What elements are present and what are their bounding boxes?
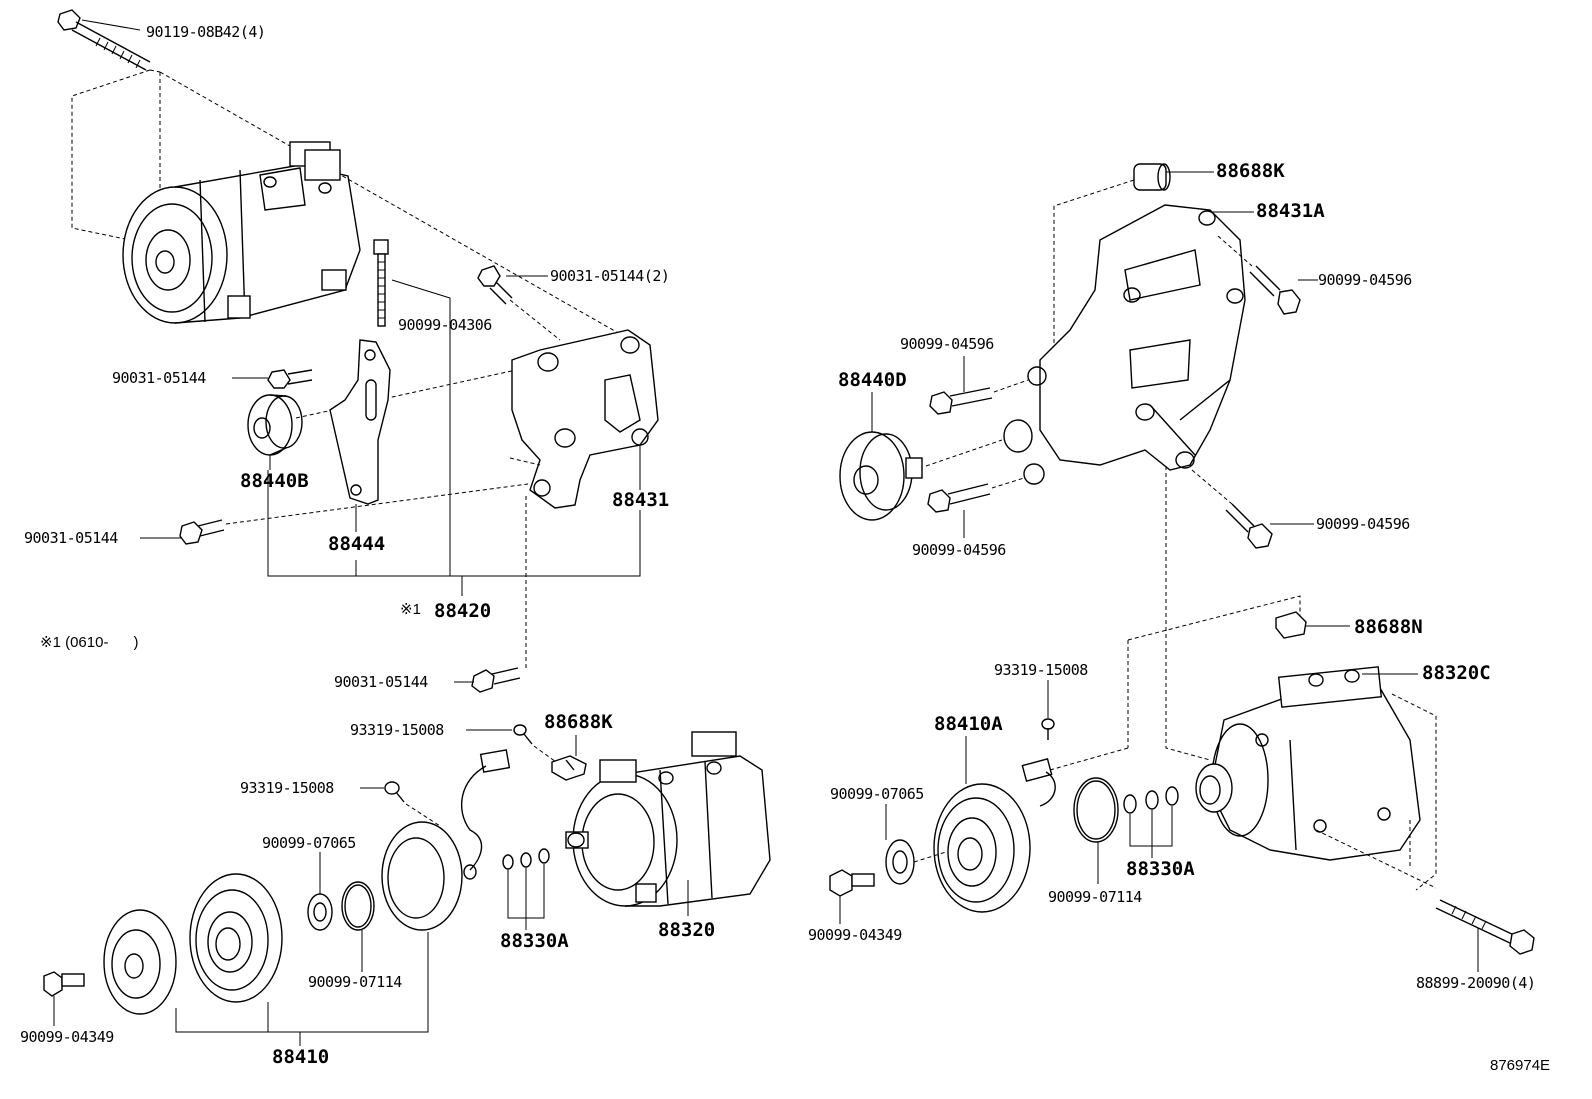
compressor-88320c-icon: [1195, 666, 1421, 861]
label-93319-15008-b: 93319-15008: [240, 779, 334, 797]
screw-93319-c-icon: [1041, 718, 1055, 740]
label-93319-15008-c: 93319-15008: [994, 661, 1088, 679]
bolt-90099-04596-c-icon: [927, 483, 991, 513]
label-88431: 88431: [612, 489, 670, 511]
label-90031-05144-a: 90031-05144: [112, 369, 206, 387]
label-90099-07114-right: 90099-07114: [1048, 888, 1142, 906]
label-88440B: 88440B: [240, 470, 309, 492]
label-90099-04349-left: 90099-04349: [20, 1028, 114, 1046]
label-88320: 88320: [658, 919, 716, 941]
label-90099-07114-left: 90099-07114: [308, 973, 402, 991]
label-90031-05144-c: 90031-05144: [334, 673, 428, 691]
pulley-88440b-icon: [247, 394, 303, 456]
label-88410A: 88410A: [934, 713, 1003, 735]
long-bolt-top-icon: [57, 9, 151, 71]
field-coil-icon: [381, 821, 463, 931]
collar-88688k-icon: [1133, 163, 1171, 191]
screw-93319-b-icon: [384, 781, 405, 803]
label-88431A: 88431A: [1256, 200, 1325, 222]
bolt-90031-05144-2-icon: [477, 265, 513, 305]
clutch-88410a-icon: [933, 758, 1056, 913]
label-90031-05144-b: 90031-05144: [24, 529, 118, 547]
label-90099-04349-right: 90099-04349: [808, 926, 902, 944]
clutch-pulley-icon: [189, 873, 283, 1003]
snap-ring-90099-07114-left-icon: [341, 881, 375, 931]
snap-ring-90099-07114-right-icon: [1073, 777, 1119, 843]
bolt-90031-05144-b-icon: [179, 519, 225, 545]
label-88688K-left: 88688K: [544, 711, 613, 733]
long-bolt-88899-icon: [1435, 899, 1535, 955]
screw-93319-a-icon: [513, 724, 533, 745]
o-rings-88330a-right-icon: [1123, 786, 1179, 814]
label-90031-05144-2: 90031-05144(2): [550, 267, 670, 285]
label-assembly-note-mark: ※1: [400, 601, 421, 618]
bracket-88431a-icon: [1003, 204, 1246, 485]
shim-90099-07065-right-icon: [885, 839, 915, 885]
label-88330A-left: 88330A: [500, 930, 569, 952]
compressor-upper-left-icon: [122, 141, 361, 324]
label-88688K-right: 88688K: [1216, 160, 1285, 182]
bolt-90099-04596-b-icon: [929, 387, 993, 415]
bolt-90099-04596-d-icon: [1225, 503, 1273, 549]
bracket-88431-icon: [511, 329, 659, 509]
bolt-90099-04349-left-icon: [43, 971, 85, 997]
label-88899-20090: 88899-20090(4): [1416, 974, 1536, 992]
label-88420: 88420: [434, 600, 492, 622]
label-88320C: 88320C: [1422, 662, 1491, 684]
label-88440D: 88440D: [838, 369, 907, 391]
label-88330A-right: 88330A: [1126, 858, 1195, 880]
footnote: ※1 (0610- ): [40, 634, 139, 651]
label-90099-04596-b: 90099-04596: [900, 335, 994, 353]
clutch-hub-icon: [103, 909, 177, 1015]
connector-wire-icon: [460, 749, 511, 880]
label-90099-04596-a: 90099-04596: [1318, 271, 1412, 289]
sensor-88688k-left-icon: [551, 755, 587, 781]
label-93319-15008-a: 93319-15008: [350, 721, 444, 739]
diagram-reference-number: 876974E: [1490, 1057, 1551, 1074]
label-88444: 88444: [328, 533, 386, 555]
label-90099-04596-d: 90099-04596: [1316, 515, 1410, 533]
pulley-88440d-icon: [839, 431, 923, 521]
sensor-88688n-icon: [1275, 611, 1307, 639]
label-90119-08B42: 90119-08B42(4): [146, 23, 266, 41]
bracket-88444-icon: [329, 339, 391, 505]
bolt-90099-04306-icon: [373, 239, 389, 327]
bolt-90031-05144-a-icon: [267, 369, 313, 389]
label-90099-07065-right: 90099-07065: [830, 785, 924, 803]
label-90099-04306: 90099-04306: [398, 316, 492, 334]
shim-90099-07065-left-icon: [307, 893, 333, 931]
bolt-90099-04349-right-icon: [829, 869, 875, 897]
label-88688N: 88688N: [1354, 616, 1423, 638]
compressor-88320-icon: [565, 731, 771, 907]
bolt-90099-04596-a-icon: [1249, 265, 1301, 315]
bolt-90031-05144-c-icon: [471, 667, 521, 693]
label-90099-04596-c: 90099-04596: [912, 541, 1006, 559]
label-90099-07065-left: 90099-07065: [262, 834, 356, 852]
label-88410: 88410: [272, 1046, 330, 1068]
o-rings-88330a-left-icon: [502, 848, 550, 870]
